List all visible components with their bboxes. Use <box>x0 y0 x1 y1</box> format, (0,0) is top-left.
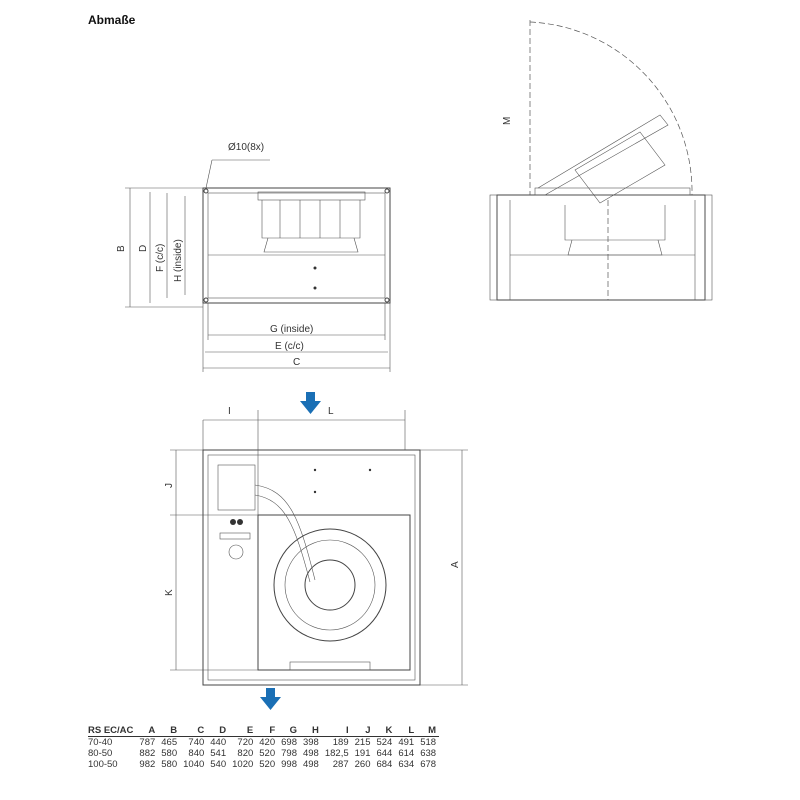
table-cell: 100-50 <box>88 759 118 770</box>
table-cell: 182,5 <box>324 748 349 759</box>
col-header: K <box>373 725 396 737</box>
table-cell: 580 <box>161 759 178 770</box>
col-header: RS EC/AC <box>88 725 137 737</box>
airflow-out-arrow-icon <box>260 688 281 710</box>
col-header: H <box>299 725 322 737</box>
dim-A: A <box>450 561 461 568</box>
table-cell: 420 <box>259 737 276 748</box>
table-cell: 1040 <box>183 759 205 770</box>
table-header-row: RS EC/AC A B C D E F G H I J K L M <box>88 725 440 737</box>
table-cell: 518 <box>420 737 437 748</box>
table-cell: 684 <box>376 759 393 770</box>
dim-B: B <box>116 245 127 252</box>
col-header: I <box>321 725 352 737</box>
dim-D: D <box>138 245 149 252</box>
col-header: B <box>158 725 181 737</box>
table-cell: 498 <box>302 759 319 770</box>
table-cell: 540 <box>210 759 227 770</box>
table-cell: 440 <box>210 737 227 748</box>
col-header: J <box>351 725 374 737</box>
table-cell: 634 <box>398 759 415 770</box>
table-cell: 982 <box>139 759 156 770</box>
table-cell: 465 <box>161 737 178 748</box>
hole-label: Ø10(8x) <box>228 142 264 153</box>
dim-L: L <box>328 406 334 417</box>
table-cell: 541 <box>210 748 227 759</box>
table-cell: 498 <box>302 748 319 759</box>
dim-I: I <box>228 406 231 417</box>
table-row: 70-40 787 465 740 440 720 420 698 398 189 215 524 49… <box>88 737 439 749</box>
table-cell: 580 <box>161 748 178 759</box>
col-header: A <box>136 725 159 737</box>
table-cell: 524 <box>376 737 393 748</box>
table-row: 80-50 882 580 840 541 820 520 798 498 182,5 191 644… <box>88 748 439 759</box>
col-header: L <box>395 725 418 737</box>
table-cell: 70-40 <box>88 737 113 748</box>
table-cell: 678 <box>420 759 437 770</box>
table-cell: 1020 <box>232 759 254 770</box>
dim-H: H (inside) <box>173 239 184 282</box>
table-cell: 720 <box>237 737 254 748</box>
col-header: G <box>278 725 300 737</box>
airflow-in-arrow-icon <box>300 392 321 414</box>
table-cell: 787 <box>139 737 156 748</box>
table-cell: 189 <box>332 737 349 748</box>
table-cell: 260 <box>354 759 371 770</box>
page-title: Abmaße <box>88 13 136 27</box>
front-view: Ø10(8x) B D F (c/c) H (inside) G (inside… <box>116 142 391 372</box>
table-cell: 638 <box>420 748 437 759</box>
table-cell: 191 <box>354 748 371 759</box>
dim-E: E (c/c) <box>275 341 304 352</box>
table-cell: 798 <box>281 748 297 759</box>
top-view: I L A J K <box>164 392 468 710</box>
table-row: 100-50 982 580 1040 540 1020 520 998 498 287 260 68… <box>88 759 439 770</box>
table-cell: 698 <box>281 737 297 748</box>
table-cell: 644 <box>376 748 393 759</box>
dim-K: K <box>164 589 175 596</box>
table-cell: 840 <box>188 748 205 759</box>
dim-G: G (inside) <box>270 324 313 335</box>
table-cell: 740 <box>188 737 205 748</box>
dim-F: F (c/c) <box>155 244 166 272</box>
col-header: M <box>417 725 440 737</box>
table-cell: 215 <box>354 737 371 748</box>
col-header: D <box>207 725 230 737</box>
col-header: F <box>256 725 279 737</box>
table-cell: 520 <box>259 759 276 770</box>
table-cell: 80-50 <box>88 748 113 759</box>
dim-J: J <box>164 483 175 488</box>
col-header: C <box>180 725 208 737</box>
table-cell: 491 <box>398 737 415 748</box>
col-header: E <box>229 725 257 737</box>
table-cell: 398 <box>302 737 319 748</box>
side-view: M <box>489 20 713 301</box>
table-cell: 287 <box>332 759 349 770</box>
table-cell: 998 <box>281 759 297 770</box>
table-cell: 614 <box>398 748 415 759</box>
dimensions-table: RS EC/AC A B C D E F G H I J K L M 70-40… <box>88 725 440 770</box>
table-cell: 820 <box>237 748 254 759</box>
table-cell: 882 <box>139 748 156 759</box>
table-cell: 520 <box>259 748 276 759</box>
dim-C: C <box>293 357 300 368</box>
dim-M: M <box>502 117 513 125</box>
